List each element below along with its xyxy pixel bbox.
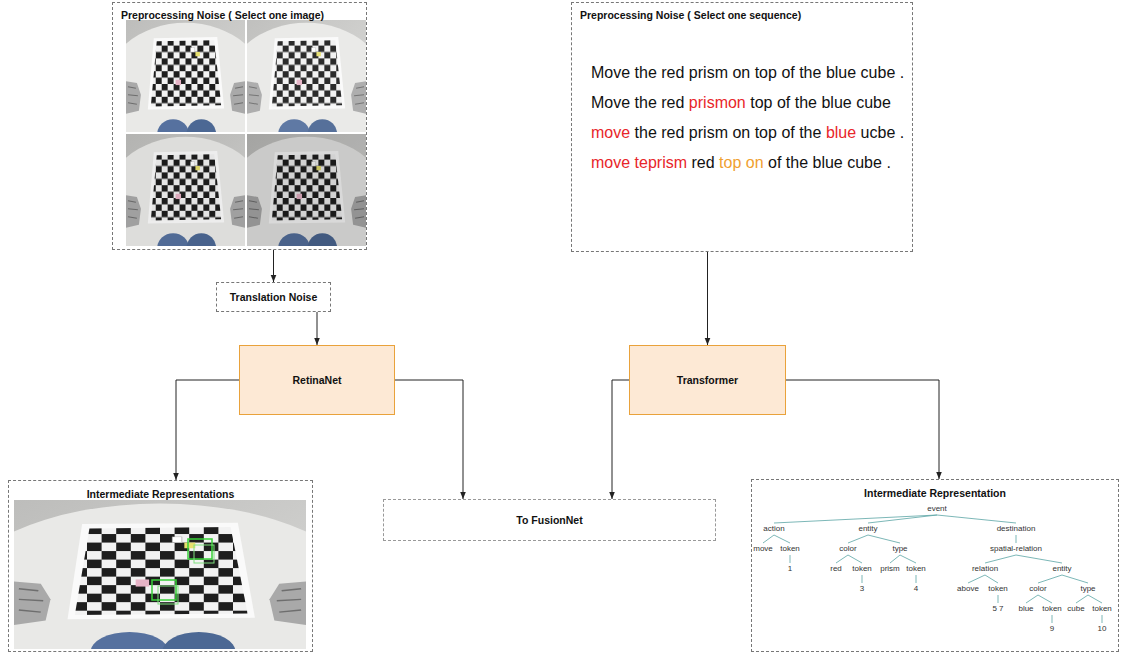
flow-arrow [176,380,239,480]
sentence-text: Move the red prismon top of the blue cub… [572,88,912,118]
detection-box [194,545,214,563]
error-word: blue [826,124,856,141]
tree-label: 9 [1050,625,1054,633]
box-label: Translation Noise [230,291,318,303]
model-box: Transformer [629,345,786,415]
detection-box [158,586,178,604]
flow-arrow [317,312,318,345]
input-photos [101,20,391,281]
photo-tint [247,20,366,132]
panel-heading: Preprocessing Noise ( Select one sequenc… [572,3,912,21]
camera-photo [101,134,270,281]
error-word: on [746,154,764,171]
tree-label: relation [972,565,998,573]
tree-label: 3 [860,585,864,593]
flow-arrow [395,380,463,499]
camera-photo [0,500,367,655]
tree-branches [763,515,1102,623]
tree-label: event [927,505,947,513]
tree-label: red [830,565,842,573]
error-word: top [719,154,741,171]
tree-label: color [1029,585,1046,593]
flow-arrow [273,250,274,282]
tree-label: type [892,545,907,553]
tree-label: blue [1018,605,1033,613]
tree-label: spatial-relation [990,545,1042,553]
box-label: RetinaNet [292,374,341,386]
tree-label: token [988,585,1008,593]
tree-label: move [753,545,773,553]
tree-label: color [839,545,856,553]
tree-label: 1 [788,565,792,573]
tree-label: token [906,565,926,573]
photo-tint [247,134,366,246]
flow-arrow [786,380,939,479]
error-word: prismon [689,94,746,111]
detection-photo [0,500,367,655]
tree-label: type [1080,585,1095,593]
tree-label: above [957,585,979,593]
noise-box: Translation Noise [216,282,331,312]
sentence-text: Move the red prism on top of the blue cu… [572,58,912,88]
tree-label: prism [880,565,900,573]
sequence-panel: Preprocessing Noise ( Select one sequenc… [571,2,913,252]
tree-label: 5 7 [992,605,1003,613]
detection-box [152,580,176,600]
tree-label: token [780,545,800,553]
sentence-text: move the red prism on top of the blue uc… [572,118,912,148]
panel-heading: Intermediate Representation [752,480,1118,499]
panel-heading: Intermediate Representations [9,481,312,500]
flow-arrow [612,380,629,499]
tree-label: destination [997,525,1036,533]
tree-label: token [1042,605,1062,613]
tree-label: 10 [1098,625,1107,633]
sentence-text: move teprism red top on of the blue cube… [572,148,912,178]
detection-box [188,539,212,559]
tree-label: token [1092,605,1112,613]
flow-arrow [707,252,708,345]
output-panel: Intermediate Representations [8,480,313,652]
tree-label: action [763,525,784,533]
box-label: To FusionNet [516,514,582,526]
noise-panel: Preprocessing Noise ( Select one image) [112,2,367,250]
tree-label: token [852,565,872,573]
camera-photo [222,134,391,281]
fusion-box: To FusionNet [383,499,716,541]
panel-heading: Preprocessing Noise ( Select one image) [113,3,366,21]
error-word: teprism [635,154,687,171]
model-box: RetinaNet [239,345,395,415]
tree-label: 4 [914,585,918,593]
box-label: Transformer [677,374,738,386]
tree-label: entity [858,525,877,533]
photo-tint [126,134,245,246]
tree-label: entity [1052,565,1071,573]
error-word: move [591,154,630,171]
error-word: move [591,124,630,141]
tree-label: cube [1067,605,1084,613]
